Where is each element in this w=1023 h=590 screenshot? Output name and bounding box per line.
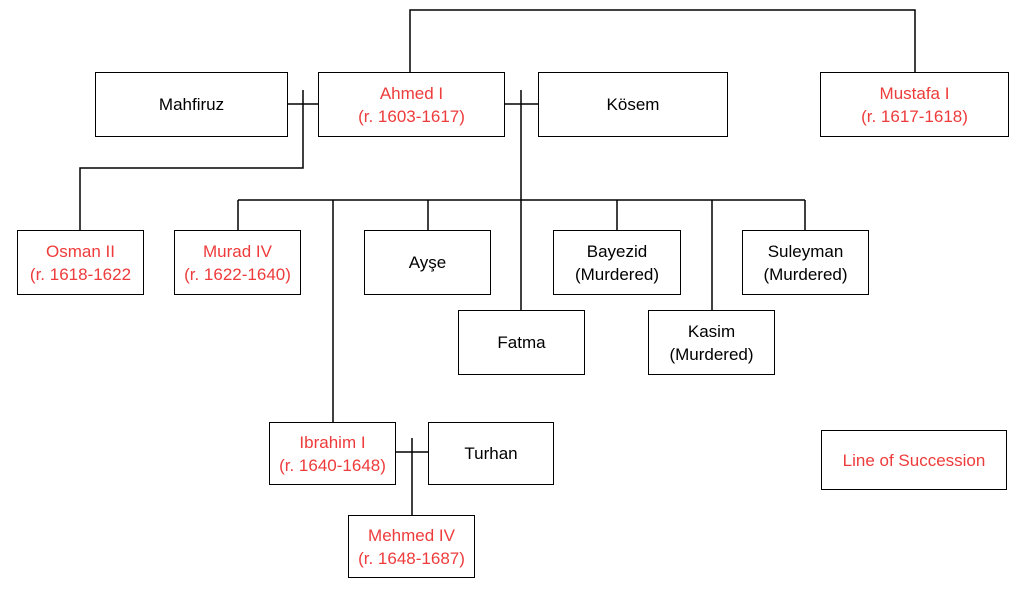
person-name: Fatma <box>497 333 546 352</box>
person-name: Murad IV <box>203 241 272 261</box>
person-name: Mahfiruz <box>158 95 225 114</box>
person-box-turhan: Turhan <box>428 422 554 485</box>
person-name: Osman II <box>46 241 115 261</box>
reign-dates: (r. 1618-1622 <box>29 264 132 284</box>
person-box-kosem: Kösem <box>538 72 728 137</box>
person-box-murad-iv: Murad IV (r. 1622-1640) <box>174 230 301 295</box>
reign-dates: (r. 1603-1617) <box>358 106 465 126</box>
person-box-osman-ii: Osman II (r. 1618-1622 <box>17 230 144 295</box>
legend-line-of-succession: Line of Succession <box>821 430 1007 490</box>
person-box-mahfiruz: Mahfiruz <box>95 72 288 137</box>
person-name: Ahmed I <box>379 83 444 103</box>
descent-link-osman <box>79 118 304 230</box>
person-box-ahmed-i: Ahmed I (r. 1603-1617) <box>318 72 505 137</box>
person-name: Kasim <box>687 321 736 341</box>
person-box-bayezid: Bayezid (Murdered) <box>553 230 681 295</box>
legend-label: Line of Succession <box>842 450 986 470</box>
reign-dates: (r. 1640-1648) <box>279 455 386 475</box>
person-box-ibrahim-i: Ibrahim I (r. 1640-1648) <box>269 422 396 485</box>
reign-dates: (r. 1622-1640) <box>184 264 291 284</box>
person-box-kasim: Kasim (Murdered) <box>648 310 775 375</box>
person-name: Mustafa I <box>879 83 950 103</box>
person-name: Ayşe <box>408 253 447 272</box>
person-name: Turhan <box>464 444 518 463</box>
person-box-fatma: Fatma <box>458 310 585 375</box>
person-box-ayse: Ayşe <box>364 230 491 295</box>
person-box-mustafa-i: Mustafa I (r. 1617-1618) <box>820 72 1009 137</box>
person-box-suleyman: Suleyman (Murdered) <box>742 230 869 295</box>
sibling-link-ahmed-mustafa <box>409 9 916 72</box>
person-name: Bayezid <box>586 241 648 261</box>
person-note: (Murdered) <box>763 264 848 284</box>
person-note: (Murdered) <box>669 344 754 364</box>
reign-dates: (r. 1648-1687) <box>358 548 465 568</box>
person-name: Ibrahim I <box>299 432 366 452</box>
person-name: Suleyman <box>767 241 844 261</box>
reign-dates: (r. 1617-1618) <box>861 106 968 126</box>
person-box-mehmed-iv: Mehmed IV (r. 1648-1687) <box>348 515 475 578</box>
person-note: (Murdered) <box>574 264 660 284</box>
person-name: Mehmed IV <box>368 525 455 545</box>
person-name: Kösem <box>606 95 660 114</box>
